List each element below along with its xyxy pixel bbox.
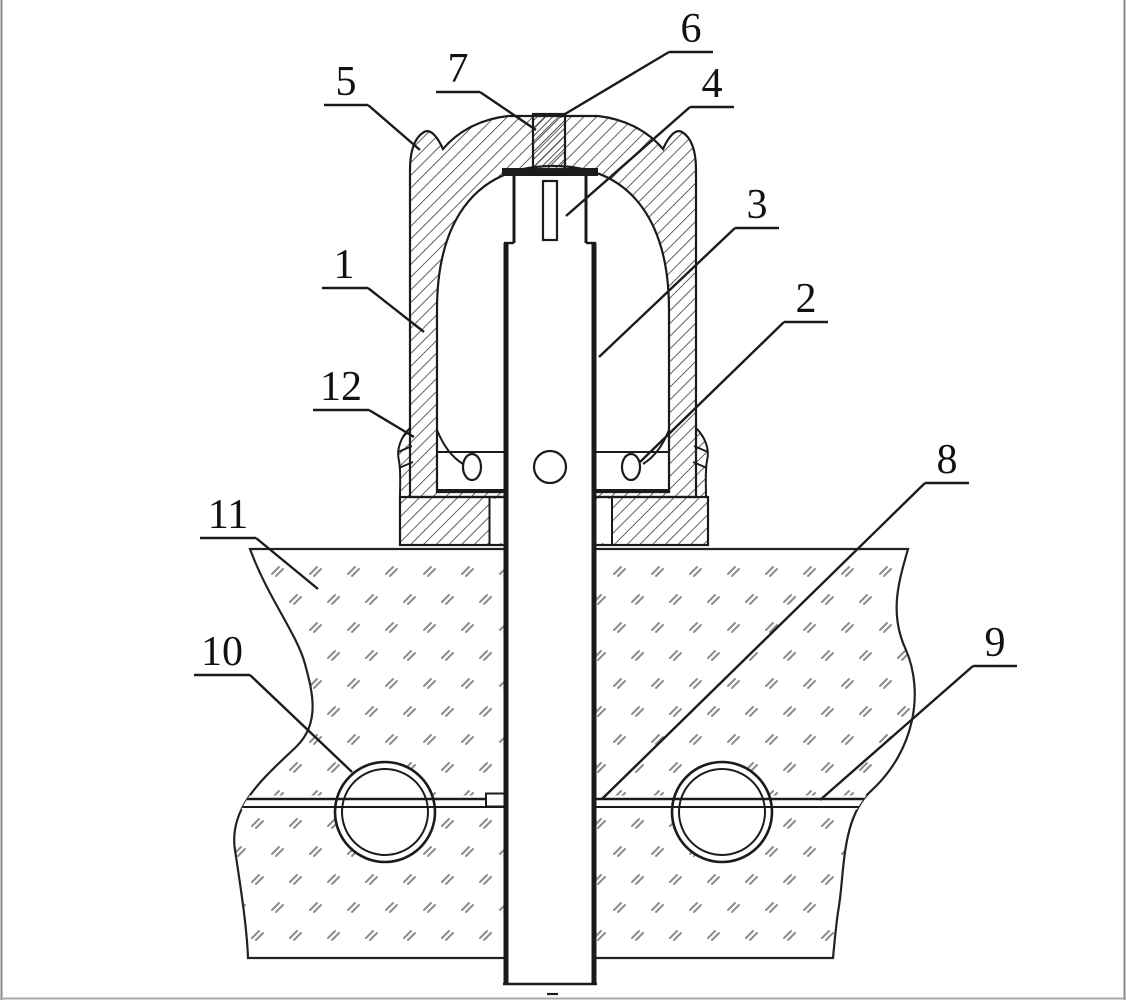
part-label-3: 3	[598, 182, 779, 358]
leader-line-7	[479, 91, 537, 131]
label-number-12: 12	[320, 364, 362, 410]
leader-line-12	[368, 408, 415, 439]
leader-line-11	[255, 537, 319, 590]
part-label-1: 1	[322, 242, 425, 333]
leader-line-2	[639, 321, 785, 463]
leader-line-9	[819, 665, 974, 801]
label-number-4: 4	[702, 61, 723, 107]
label-number-2: 2	[796, 276, 817, 322]
left-pipe-circle	[333, 760, 437, 864]
label-number-5: 5	[336, 59, 357, 105]
left-vent-hole	[461, 452, 483, 482]
label-number-7: 7	[448, 46, 469, 92]
part-label-5: 5	[324, 59, 421, 151]
part-label-4: 4	[565, 61, 734, 217]
label-number-1: 1	[334, 242, 355, 288]
part-label-9: 9	[819, 620, 1017, 801]
right-vent-hole	[620, 452, 642, 482]
label-number-11: 11	[208, 492, 248, 538]
tube-side-tab	[485, 792, 506, 808]
part-label-2: 2	[639, 276, 828, 463]
part-label-11: 11	[200, 492, 319, 590]
leader-line-1	[367, 287, 425, 333]
center-tube	[502, 168, 598, 996]
leader-line-5	[367, 104, 421, 151]
leader-line-3	[598, 227, 736, 358]
label-number-3: 3	[747, 182, 768, 228]
part-label-8: 8	[601, 437, 969, 800]
part-label-12: 12	[313, 364, 415, 439]
part-label-10: 10	[194, 629, 353, 773]
leader-line-10	[249, 674, 353, 773]
dome-skirt	[397, 425, 709, 498]
leader-line-8	[601, 482, 926, 800]
right-pipe-circle	[670, 760, 774, 864]
cavity-details	[436, 429, 670, 491]
label-number-8: 8	[937, 437, 958, 483]
label-number-9: 9	[985, 620, 1006, 666]
inner-slot	[541, 179, 559, 242]
leader-line-6	[559, 50, 670, 119]
leader-line-4	[565, 106, 691, 217]
part-label-7: 7	[436, 46, 537, 131]
label-number-10: 10	[201, 629, 243, 675]
center-ball	[532, 449, 568, 485]
top-plug	[531, 112, 567, 174]
part-label-6: 6	[559, 6, 713, 119]
label-number-6: 6	[681, 6, 702, 52]
